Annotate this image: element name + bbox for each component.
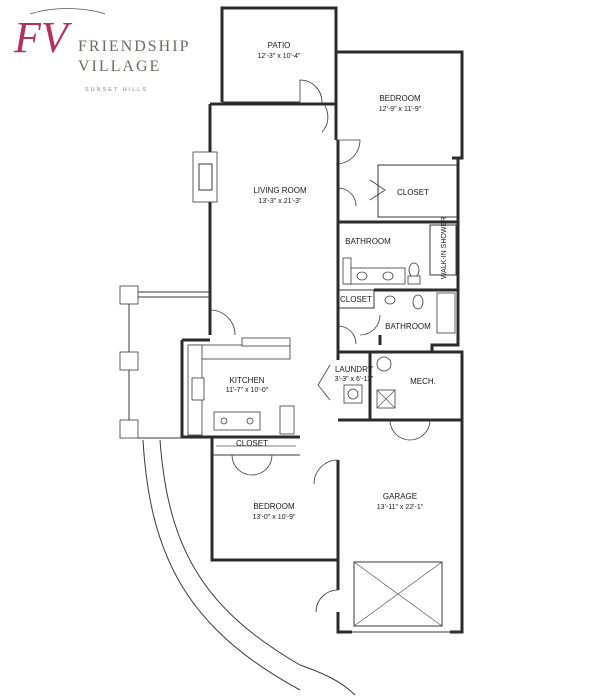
label-garage: GARAGE	[383, 492, 417, 501]
label-walk-in-shower: WALK-IN SHOWER	[441, 217, 448, 279]
logo-line1: FRIENDSHIP	[78, 38, 190, 55]
dims-kitchen: 11'-7" x 10'-0"	[226, 387, 269, 394]
porch	[119, 285, 356, 696]
logo-line2: VILLAGE	[78, 58, 161, 75]
dims-living-room: 13'-3" x 21'-3"	[258, 198, 302, 205]
label-bathroom-1: BATHROOM	[345, 237, 391, 246]
label-closet-3: CLOSET	[236, 439, 268, 448]
label-patio: PATIO	[268, 41, 291, 50]
label-living-room: LIVING ROOM	[253, 186, 307, 195]
dims-laundry: 3'-3" x 6'-11"	[335, 376, 374, 383]
dims-patio: 12'-3" x 10'-4"	[257, 53, 301, 60]
label-bathroom-2: BATHROOM	[385, 322, 431, 331]
label-kitchen: KITCHEN	[229, 376, 264, 385]
walls	[180, 6, 464, 634]
label-closet-1: CLOSET	[397, 188, 429, 197]
label-bedroom-1: BEDROOM	[379, 94, 421, 103]
dims-garage: 13'-11" x 22'-1"	[377, 504, 424, 511]
label-mech: MECH.	[410, 377, 436, 386]
dims-bedroom-1: 12'-9" x 11'-9"	[379, 106, 422, 113]
room-labels: PATIO 12'-3" x 10'-4" BEDROOM 12'-9" x 1…	[226, 41, 448, 521]
dims-bedroom-2: 13'-0" x 10'-9"	[252, 514, 296, 521]
label-laundry: LAUNDRY	[335, 365, 374, 374]
logo: FV FRIENDSHIP VILLAGE SUNSET HILLS	[13, 8, 190, 93]
label-bedroom-2: BEDROOM	[253, 502, 295, 511]
fixtures	[187, 151, 456, 447]
logo-monogram: FV	[13, 13, 73, 62]
label-closet-2: CLOSET	[340, 295, 372, 304]
logo-subtitle: SUNSET HILLS	[85, 87, 148, 93]
doors	[209, 79, 431, 613]
